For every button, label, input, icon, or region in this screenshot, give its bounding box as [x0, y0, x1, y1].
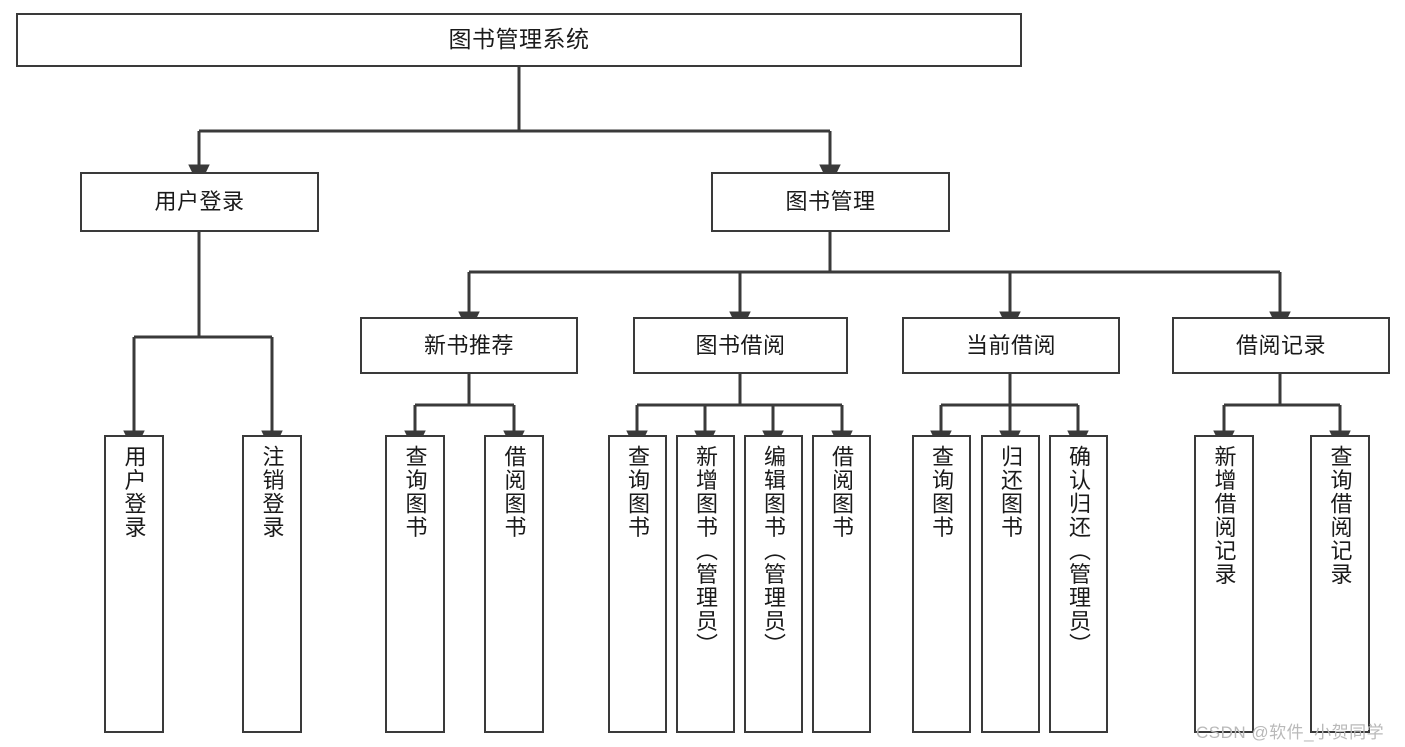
node-leaf-user-login-label: 用户登录: [121, 445, 147, 539]
node-leaf-query-book-1[interactable]: 查询图书: [385, 435, 445, 733]
node-borrow-record-label: 借阅记录: [1235, 332, 1326, 358]
node-book-borrow[interactable]: 图书借阅: [633, 317, 848, 374]
node-leaf-edit-book-label: 编辑图书（管理员）: [761, 445, 787, 657]
node-leaf-add-record[interactable]: 新增借阅记录: [1194, 435, 1254, 733]
node-leaf-borrow-book-2-label: 借阅图书: [829, 445, 855, 539]
node-leaf-query-book-2-label: 查询图书: [625, 445, 651, 539]
node-leaf-add-book[interactable]: 新增图书（管理员）: [676, 435, 735, 733]
node-leaf-confirm-return[interactable]: 确认归还（管理员）: [1049, 435, 1108, 733]
node-leaf-confirm-return-label: 确认归还（管理员）: [1066, 445, 1092, 657]
node-current-borrow-label: 当前借阅: [965, 332, 1056, 358]
node-user-login-label: 用户登录: [154, 189, 245, 215]
node-leaf-add-book-label: 新增图书（管理员）: [693, 445, 719, 657]
node-root-label: 图书管理系统: [448, 26, 590, 53]
node-borrow-record[interactable]: 借阅记录: [1172, 317, 1390, 374]
node-leaf-logout-login-label: 注销登录: [259, 445, 285, 539]
node-leaf-borrow-book-1-label: 借阅图书: [501, 445, 527, 539]
node-book-management-label: 图书管理: [785, 189, 876, 215]
node-new-book-recommend[interactable]: 新书推荐: [360, 317, 578, 374]
node-leaf-add-record-label: 新增借阅记录: [1211, 445, 1237, 586]
csdn-watermark: CSDN @软件_小贺同学: [1196, 723, 1385, 742]
node-leaf-borrow-book-1[interactable]: 借阅图书: [484, 435, 544, 733]
node-leaf-return-book-label: 归还图书: [998, 445, 1024, 539]
node-leaf-borrow-book-2[interactable]: 借阅图书: [812, 435, 871, 733]
node-leaf-return-book[interactable]: 归还图书: [981, 435, 1040, 733]
node-user-login[interactable]: 用户登录: [80, 172, 319, 232]
node-leaf-query-record-label: 查询借阅记录: [1327, 445, 1353, 586]
node-book-borrow-label: 图书借阅: [695, 332, 786, 358]
node-book-management[interactable]: 图书管理: [711, 172, 950, 232]
node-leaf-query-book-3[interactable]: 查询图书: [912, 435, 971, 733]
node-leaf-query-book-2[interactable]: 查询图书: [608, 435, 667, 733]
node-new-book-recommend-label: 新书推荐: [423, 332, 514, 358]
node-leaf-query-record[interactable]: 查询借阅记录: [1310, 435, 1370, 733]
node-leaf-query-book-1-label: 查询图书: [402, 445, 428, 539]
node-leaf-user-login[interactable]: 用户登录: [104, 435, 164, 733]
node-root-book-management-system[interactable]: 图书管理系统: [16, 13, 1022, 67]
node-leaf-edit-book[interactable]: 编辑图书（管理员）: [744, 435, 803, 733]
node-leaf-query-book-3-label: 查询图书: [929, 445, 955, 539]
node-current-borrow[interactable]: 当前借阅: [902, 317, 1120, 374]
node-leaf-logout-login[interactable]: 注销登录: [242, 435, 302, 733]
